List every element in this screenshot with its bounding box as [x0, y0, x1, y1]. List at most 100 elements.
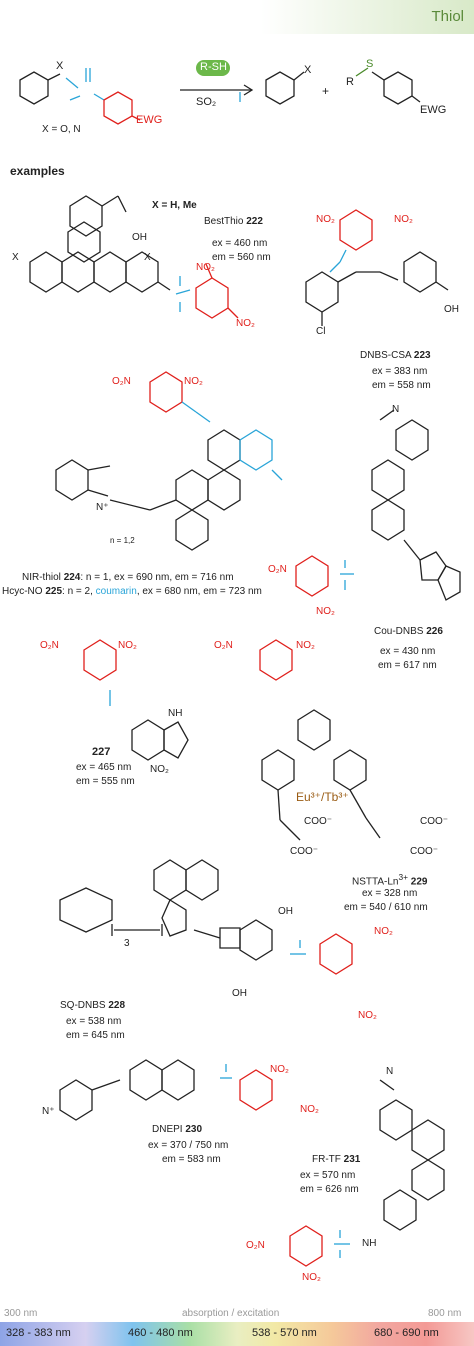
structure-229-dn-ring [259, 639, 293, 681]
scheme-product-x: X [304, 64, 312, 76]
probe-224-line: NIR-thiol 224: n = 1, ex = 690 nm, em = … [22, 572, 234, 583]
probe-229-ex: ex = 328 nm [362, 888, 418, 899]
structure-224-coumarin [239, 429, 283, 481]
band-1: 328 - 383 nm [6, 1327, 71, 1339]
band-2: 460 - 480 nm [128, 1327, 193, 1339]
probe-227-no2-a: O₂N [40, 640, 59, 651]
structure-231-body [379, 1079, 445, 1231]
probe-224-no2-b: NO₂ [184, 376, 203, 387]
spectrum-left-label: 300 nm [4, 1308, 38, 1319]
probe-224-nsub: n = 1,2 [110, 536, 135, 545]
scheme-product-ring-2 [355, 67, 421, 105]
probe-226-n: N [392, 404, 400, 415]
spectrum-right-label: 800 nm [428, 1308, 462, 1319]
probe-230-ex: ex = 370 / 750 nm [148, 1140, 229, 1151]
scheme-ewg-label: EWG [136, 114, 163, 126]
structure-226-dn-ring [295, 555, 329, 597]
probe-230-no2-b: NO₂ [300, 1104, 319, 1115]
probe-223-no2-b: NO₂ [394, 214, 413, 225]
probe-231-nh: NH [362, 1238, 377, 1249]
probe-231-no2-a: O₂N [246, 1240, 265, 1251]
probe-231-title: FR-TF 231 [312, 1154, 361, 1165]
probe-223-oh: OH [444, 304, 459, 315]
structure-230-sulfonyl [220, 1064, 232, 1079]
probe-226-title: Cou-DNBS 226 [374, 626, 443, 637]
probe-228-n3: 3 [124, 938, 130, 949]
probe-229-coo-3: COO⁻ [290, 846, 319, 857]
scheme-reagent: R-SH [200, 61, 227, 73]
scheme-plus: + [322, 84, 330, 98]
probe-231-n: N [386, 1066, 394, 1077]
scheme-product-ewg: EWG [420, 104, 447, 116]
probe-228-title: SQ-DNBS 228 [60, 1000, 126, 1011]
scheme-x-definition: X = O, N [42, 124, 81, 135]
structure-228-sugar [59, 887, 113, 933]
probe-229-coo-1: COO⁻ [304, 816, 333, 827]
probe-223-ex: ex = 383 nm [372, 366, 428, 377]
section-tag: Thiol [431, 8, 464, 25]
probe-226-ex: ex = 430 nm [380, 646, 436, 657]
probe-222-em: em = 560 nm [212, 252, 271, 263]
structure-230-body [59, 1059, 195, 1121]
scheme-r-label: R [346, 76, 354, 88]
probe-227-nh: NH [168, 708, 183, 719]
probe-222-no2-b: NO₂ [236, 318, 255, 329]
structure-231-dn-ring [289, 1225, 323, 1267]
probe-223-no2-a: NO₂ [316, 214, 335, 225]
structure-222-dnbs [175, 276, 191, 312]
probe-223-em: em = 558 nm [372, 380, 431, 391]
probe-227-ex: ex = 465 nm [76, 762, 132, 773]
scheme-reactant-ring [19, 71, 61, 105]
scheme-s-label: S [366, 58, 374, 70]
structure-228-indole [153, 859, 219, 937]
structure-223-dn-ring [339, 209, 373, 251]
structure-223-sulfonyl [329, 249, 347, 273]
probe-222-x2: X [144, 252, 151, 263]
probe-229-no2-a: O₂N [214, 640, 233, 651]
probe-229-no2-b: NO₂ [296, 640, 315, 651]
probe-228-oh-b: OH [232, 988, 247, 999]
probe-230-nplus: N⁺ [42, 1106, 55, 1117]
probe-228-em: em = 645 nm [66, 1030, 125, 1041]
spectrum-center-label: absorption / excitation [182, 1308, 280, 1319]
band-4: 680 - 690 nm [374, 1327, 439, 1339]
probe-228-no2-a: NO₂ [374, 926, 393, 937]
scheme-byproduct: SO₂ [196, 96, 217, 108]
probe-226-no2-b: NO₂ [316, 606, 335, 617]
probe-231-no2-b: NO₂ [302, 1272, 321, 1283]
structure-226-body [371, 409, 461, 601]
scheme-arrow [180, 84, 254, 102]
probe-230-title: DNEPI 230 [152, 1124, 203, 1135]
band-3: 538 - 570 nm [252, 1327, 317, 1339]
structure-226-sulfonyl [340, 560, 354, 590]
structure-224-body [55, 429, 241, 551]
probe-227-number: 227 [92, 746, 111, 758]
probe-228-no2-b: NO₂ [358, 1010, 377, 1021]
probe-222-title: BestThio 222 [204, 216, 263, 227]
structure-224-sulfonyl [181, 401, 211, 423]
probe-222-note: X = H, Me [152, 200, 197, 211]
probe-228-ex: ex = 538 nm [66, 1016, 122, 1027]
structure-227-dn-ring [83, 639, 117, 681]
spectrum-bar: 328 - 383 nm 460 - 480 nm 538 - 570 nm 6… [0, 1322, 474, 1346]
structure-227-body [131, 719, 189, 761]
scheme-sulfonyl [65, 68, 105, 101]
structure-228-squaraine [193, 919, 273, 961]
structure-224-dn-ring [149, 371, 183, 413]
structure-230-dn-ring [239, 1069, 273, 1111]
probe-229-metal: Eu³⁺/Tb³⁺ [296, 790, 349, 804]
probe-222-oh: OH [132, 232, 147, 243]
structure-228-linker [111, 924, 163, 936]
probe-230-no2-a: NO₂ [270, 1064, 289, 1075]
structure-222-dn-ring [195, 263, 239, 319]
probe-229-coo-4: COO⁻ [410, 846, 439, 857]
probe-226-em: em = 617 nm [378, 660, 437, 671]
probe-226-no2-a: O₂N [268, 564, 287, 575]
probe-229-coo-2: COO⁻ [420, 816, 449, 827]
probe-224-no2-a: O₂N [112, 376, 131, 387]
probe-231-em: em = 626 nm [300, 1184, 359, 1195]
probe-230-em: em = 583 nm [162, 1154, 221, 1165]
probe-223-cl: Cl [316, 326, 326, 337]
